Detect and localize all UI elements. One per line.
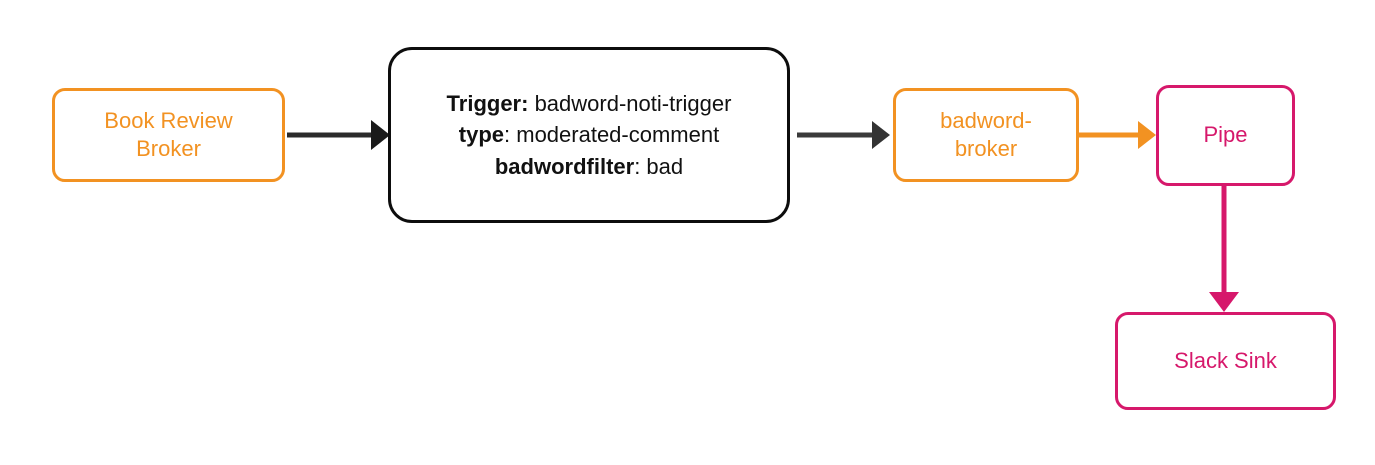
trigger-type-value: : moderated-comment [504, 122, 720, 148]
edge-badword-broker-to-pipe [1079, 121, 1156, 149]
trigger-name-value: badword-noti-trigger [528, 91, 732, 117]
node-book-review-broker-label: Book Review Broker [104, 107, 233, 161]
node-slack-sink[interactable]: Slack Sink [1115, 312, 1336, 410]
node-pipe-label: Pipe [1203, 122, 1248, 148]
node-trigger[interactable]: Trigger: badword-noti-trigger type: mode… [388, 47, 790, 223]
node-book-review-broker[interactable]: Book Review Broker [52, 88, 285, 182]
trigger-line-name: Trigger: badword-noti-trigger [405, 88, 773, 119]
trigger-line-type: type: moderated-comment [405, 119, 773, 150]
trigger-badwordfilter-value: : bad [634, 153, 684, 179]
trigger-type-key: type [458, 122, 505, 148]
trigger-name-key: Trigger: [446, 91, 529, 117]
edge-book-review-broker-to-trigger [287, 120, 390, 150]
node-badword-broker-label: badword- broker [940, 107, 1032, 161]
edge-trigger-to-badword-broker [797, 121, 890, 149]
node-pipe[interactable]: Pipe [1156, 85, 1295, 186]
node-slack-sink-label: Slack Sink [1174, 347, 1277, 373]
trigger-badwordfilter-key: badwordfilter [494, 153, 635, 179]
node-badword-broker[interactable]: badword- broker [893, 88, 1079, 182]
edge-pipe-to-slack-sink [1209, 186, 1239, 312]
trigger-line-badwordfilter: badwordfilter: bad [405, 151, 773, 182]
